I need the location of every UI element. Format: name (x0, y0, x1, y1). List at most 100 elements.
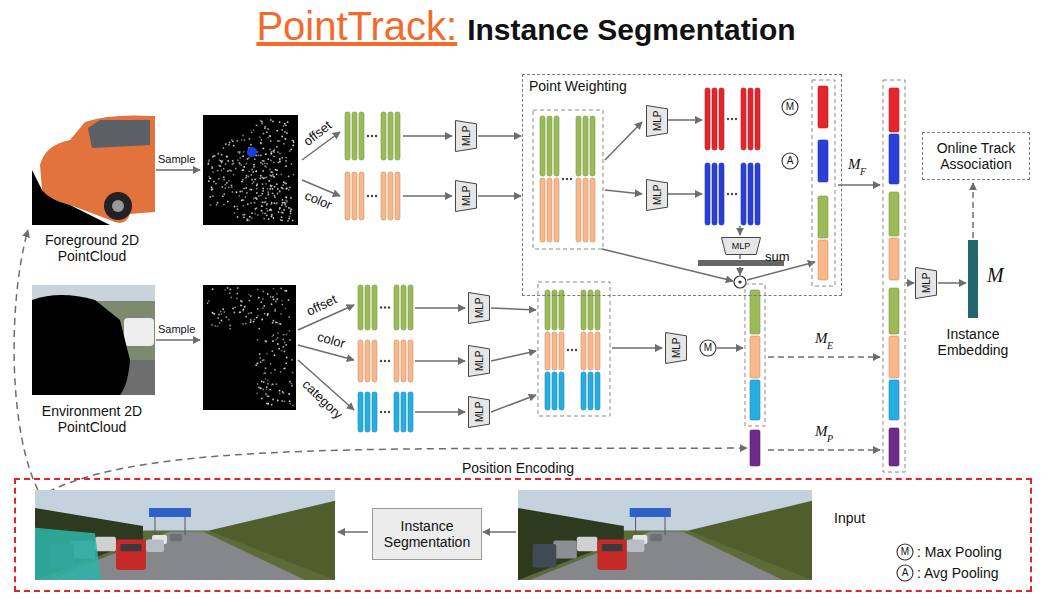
sampled-point (245, 187, 247, 189)
sampled-point (262, 193, 264, 195)
sampled-point (227, 170, 229, 172)
mlp-trapezoid (722, 238, 761, 255)
sampled-point (264, 313, 266, 315)
sampled-point (221, 186, 223, 188)
sampled-point (279, 393, 281, 395)
sampled-point (260, 142, 262, 144)
sampled-point (217, 202, 219, 204)
sampled-point (266, 176, 268, 178)
mask-area (32, 170, 110, 225)
sampled-point (276, 169, 278, 171)
sampled-point (207, 302, 209, 304)
sampled-point (274, 310, 276, 312)
feature-bar (588, 332, 593, 370)
sampled-point (263, 133, 265, 135)
crop-path (14, 230, 38, 490)
sampled-point (285, 183, 287, 185)
sampled-point (277, 400, 279, 402)
arrow (612, 347, 662, 349)
sampled-point (285, 344, 287, 346)
sampled-point (241, 139, 243, 141)
mlp-block: MLP (721, 237, 761, 255)
sampled-point (288, 189, 290, 191)
feature-bar (748, 163, 753, 225)
sampled-point (267, 128, 269, 130)
sampled-point (273, 156, 275, 158)
sampled-point (248, 170, 250, 172)
sampled-point (282, 184, 284, 186)
photo-car (627, 540, 645, 553)
sampled-point (217, 202, 219, 204)
sampled-point (262, 188, 264, 190)
sampled-point (256, 192, 258, 194)
arrow (739, 226, 741, 235)
sampled-point (269, 149, 271, 151)
pooling-symbol-letter: M (786, 101, 794, 113)
feature-bar (712, 163, 717, 225)
block-label: MLP (920, 273, 932, 294)
mlp-block: MLP (468, 396, 490, 428)
sampled-point (265, 197, 267, 199)
sampled-point (270, 372, 272, 374)
ellipsis-dot (727, 193, 729, 195)
feature-vector (818, 196, 828, 238)
sampled-point (236, 293, 238, 295)
pooling-symbol (782, 153, 798, 169)
sampled-point (264, 213, 266, 215)
sampled-point (247, 203, 249, 205)
sampled-point (281, 204, 283, 206)
sampled-point (214, 155, 216, 157)
sampled-point (260, 143, 262, 145)
sampled-point (267, 188, 269, 190)
feature-bar (576, 178, 581, 242)
sampled-point (223, 204, 225, 206)
photo-ground (518, 490, 812, 580)
sampled-point (255, 197, 257, 199)
sampled-point (270, 296, 272, 298)
sampled-point (260, 387, 262, 389)
instance-embedding-vector (968, 240, 978, 318)
sampled-point (284, 400, 286, 402)
photo-sign (149, 508, 191, 517)
sampled-point (263, 160, 265, 162)
mlp-trapezoid (916, 268, 937, 299)
sampled-point (281, 400, 283, 402)
sampled-point (281, 136, 283, 138)
sampled-point (269, 135, 271, 137)
sampled-point (274, 202, 276, 204)
ellipsis-dot (562, 178, 564, 180)
sampled-point (223, 311, 225, 313)
sampled-point (257, 315, 259, 317)
photo-pole (635, 517, 636, 535)
sampled-point (251, 169, 253, 171)
photo-car (95, 537, 116, 551)
photo-car (650, 534, 662, 541)
sampled-point (254, 158, 256, 160)
arrow (415, 360, 465, 362)
legend-text: : Avg Pooling (917, 565, 998, 581)
sampled-point (239, 163, 241, 165)
sampled-point (259, 388, 261, 390)
connector-arrow (478, 135, 521, 137)
sampled-point (284, 367, 286, 369)
sampled-point (263, 218, 265, 220)
sampled-point (253, 198, 255, 200)
sampled-point (280, 219, 282, 221)
sampled-point (265, 153, 267, 155)
sampled-point (226, 182, 228, 184)
sampled-point (281, 187, 283, 189)
block-label: MLP (460, 186, 472, 207)
feature-bar (588, 372, 593, 410)
sampled-point (263, 373, 265, 375)
sampled-point (252, 171, 254, 173)
sampled-point (271, 175, 273, 177)
sampled-point (253, 181, 255, 183)
sampled-point (221, 162, 223, 164)
mlp-trapezoid (666, 333, 687, 364)
sampled-point (291, 385, 293, 387)
sampled-point (279, 208, 281, 210)
sampled-point (259, 353, 261, 355)
sampled-point (285, 157, 287, 159)
sampled-point (288, 393, 290, 395)
sampled-point (217, 317, 219, 319)
